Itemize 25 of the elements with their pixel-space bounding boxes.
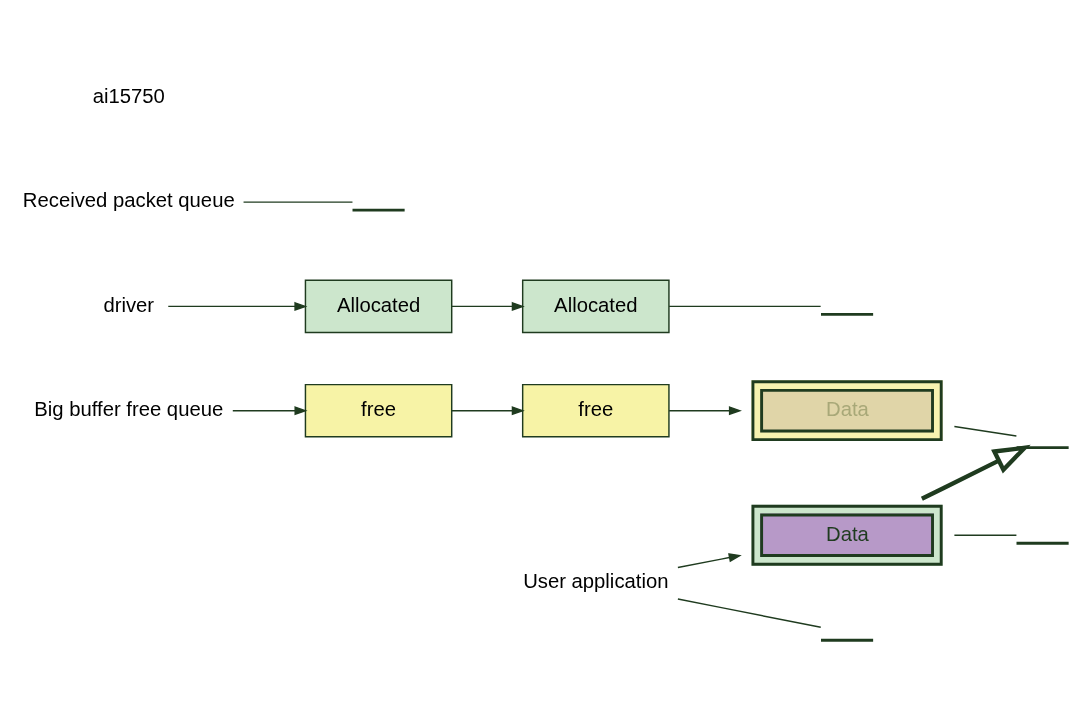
node-text: User application (523, 569, 669, 592)
node-ground (821, 312, 874, 316)
connector (953, 534, 1018, 536)
node-box: free (521, 383, 670, 437)
node-box: Allocated (304, 279, 453, 333)
node-text: Received packet queue (22, 188, 235, 211)
connector (668, 305, 822, 307)
arrow (668, 405, 742, 415)
node-ground (352, 208, 405, 212)
node-ground (1016, 541, 1069, 545)
connector (953, 425, 1018, 437)
arrow (232, 405, 308, 415)
arrow (167, 301, 308, 311)
node-text: Big buffer free queue (34, 397, 224, 420)
arrow (920, 444, 1031, 501)
label: ai15750 (92, 84, 165, 107)
node-box: free (304, 383, 453, 437)
connector (242, 200, 354, 203)
node-ground (821, 638, 874, 642)
arrow (677, 552, 742, 568)
node-text: driver (103, 293, 155, 316)
arrow (451, 301, 525, 311)
arrow (451, 405, 525, 415)
connector (677, 597, 822, 628)
node-box: Allocated (521, 279, 670, 333)
